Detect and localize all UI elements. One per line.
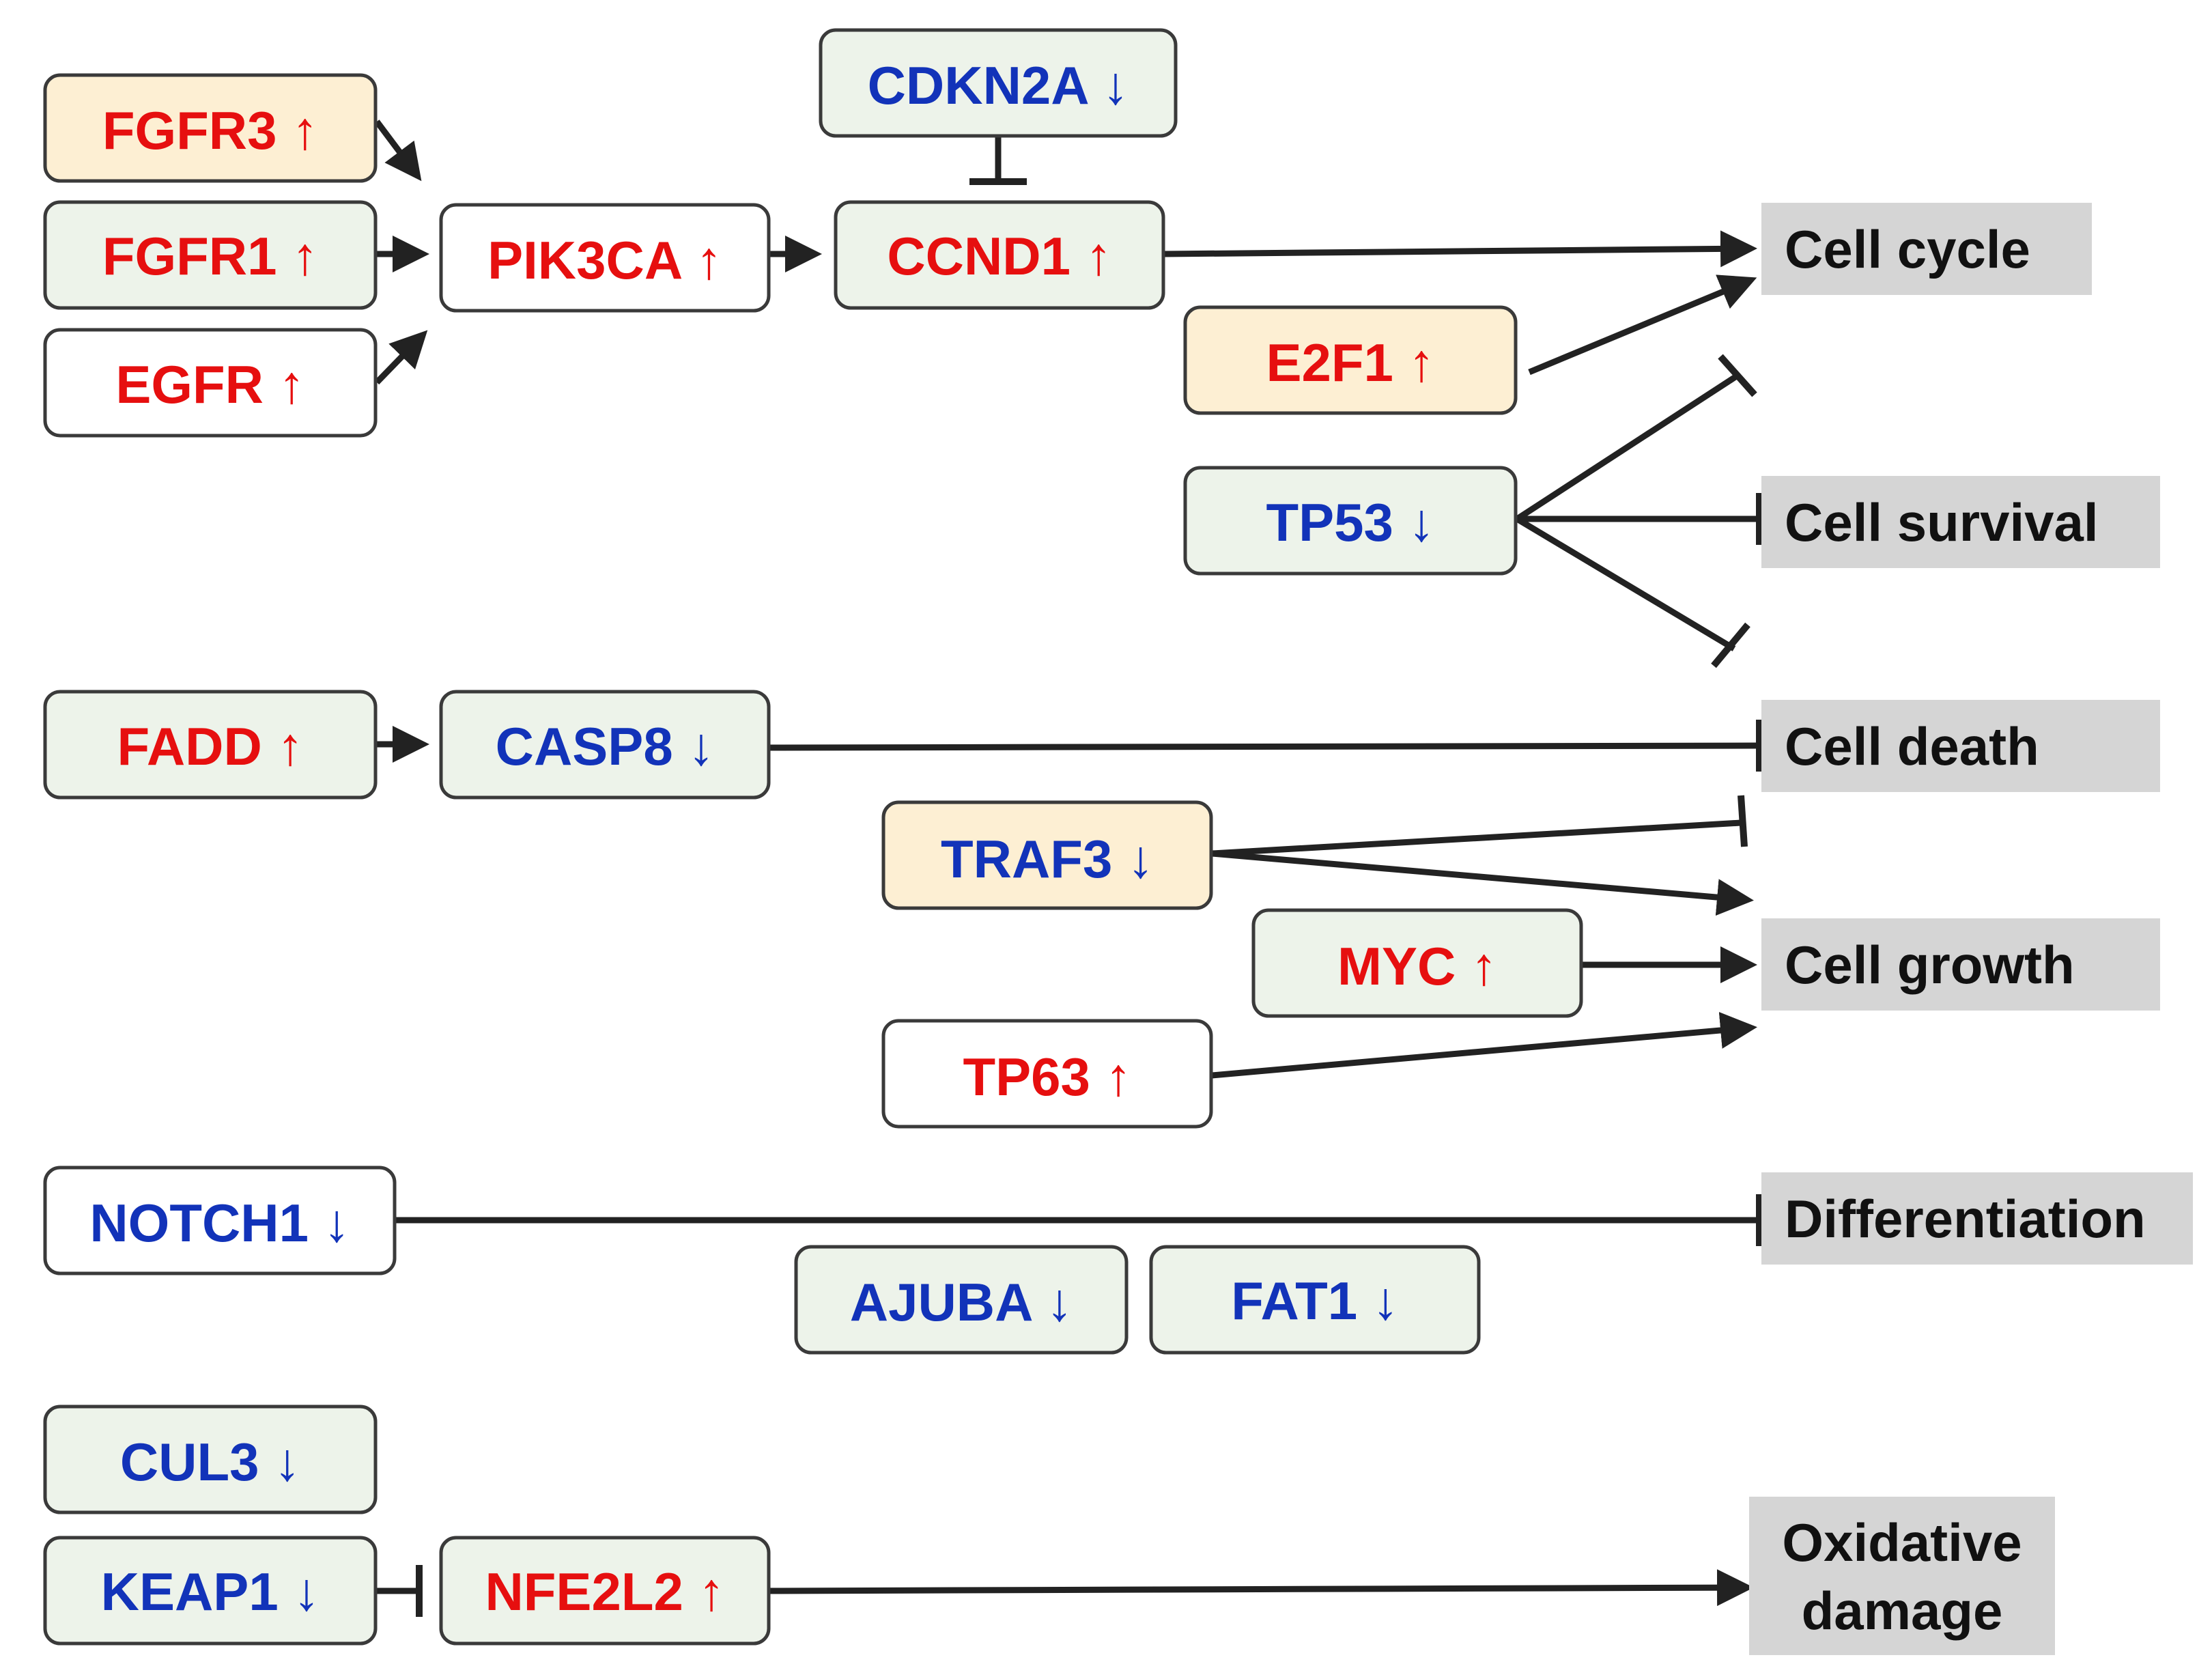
outcome-cell-survival: Cell survival [1761,476,2160,568]
tp53-inhibits-cell-death-line [1515,516,1736,651]
gene-ccnd1-label: CCND1 ↑ [887,226,1111,286]
gene-cdkn2a-label: CDKN2A ↓ [868,55,1129,115]
gene-pik3ca-label: PIK3CA ↑ [487,230,722,290]
gene-casp8-node: CASP8 ↓ [439,690,771,800]
gene-traf3-node: TRAF3 ↓ [881,800,1213,910]
outcome-cell-death-label: Cell death [1785,716,2039,776]
outcome-differentiation-label: Differentiation [1785,1189,2146,1249]
e2f1-to-cell-cycle-arrow [1528,274,1757,376]
gene-egfr-label: EGFR ↑ [115,354,304,414]
outcome-differentiation: Differentiation [1761,1172,2193,1265]
ccnd1-to-cell-cycle-arrow [1163,230,1757,268]
gene-keap1-label: KEAP1 ↓ [101,1562,320,1622]
gene-notch1-node: NOTCH1 ↓ [43,1166,397,1275]
traf3-inhibits-bar [1738,795,1748,847]
gene-e2f1-node: E2F1 ↑ [1183,305,1518,415]
gene-nfe2l2-label: NFE2L2 ↑ [485,1562,724,1622]
edges [374,119,1763,1617]
tp53-inhibits-cell-cycle-bar [1718,354,1757,397]
gene-tp63-label: TP63 ↑ [963,1047,1131,1107]
gene-notch1-label: NOTCH1 ↓ [89,1193,350,1253]
outcome-cell-cycle-label: Cell cycle [1785,219,2030,279]
gene-myc-label: MYC ↑ [1337,936,1497,996]
gene-tp63-node: TP63 ↑ [881,1019,1213,1129]
tp63-to-cell-growth-arrow [1211,1012,1757,1079]
outcome-oxidative-damage-line1: Oxidative [1782,1512,2022,1572]
gene-fat1-node: FAT1 ↓ [1149,1245,1481,1355]
outcome-oxidative-damage-line2: damage [1802,1581,2003,1641]
gene-ajuba-label: AJUBA ↓ [850,1272,1073,1332]
outcome-oxidative-damage: Oxidative damage [1749,1497,2055,1655]
nfe2l2-to-oxidative-damage-arrow [769,1569,1754,1607]
tp53-inhibits-cell-death-bar [1711,622,1750,668]
gene-fgfr1-node: FGFR1 ↑ [43,200,378,310]
gene-cdkn2a-node: CDKN2A ↓ [819,28,1178,138]
gene-casp8-label: CASP8 ↓ [496,716,715,776]
gene-ajuba-node: AJUBA ↓ [794,1245,1129,1355]
gene-cul3-node: CUL3 ↓ [43,1405,378,1514]
gene-fadd-node: FADD ↑ [43,690,378,800]
gene-pik3ca-node: PIK3CA ↑ [439,203,771,313]
gene-fgfr1-label: FGFR1 ↑ [102,226,318,286]
gene-nfe2l2-node: NFE2L2 ↑ [439,1536,771,1646]
gene-e2f1-label: E2F1 ↑ [1266,333,1434,393]
traf3-to-cell-growth-arrow [1211,850,1754,916]
outcome-cell-growth: Cell growth [1761,918,2160,1011]
gene-keap1-node: KEAP1 ↓ [43,1536,378,1646]
outcome-cell-survival-label: Cell survival [1785,492,2099,552]
casp8-inhibits-cell-death-line [769,742,1759,751]
gene-fat1-label: FAT1 ↓ [1231,1271,1399,1331]
gene-egfr-node: EGFR ↑ [43,328,378,438]
gene-ccnd1-node: CCND1 ↑ [834,200,1165,310]
gene-myc-node: MYC ↑ [1251,908,1583,1018]
gene-tp53-node: TP53 ↓ [1183,466,1518,576]
outcome-cell-cycle: Cell cycle [1761,203,2092,295]
fgfr3-activates-pik3ca-arrow [374,119,422,182]
outcome-cell-growth-label: Cell growth [1785,935,2075,995]
tp53-inhibits-cell-cycle-line [1515,373,1740,522]
gene-fgfr3-node: FGFR3 ↑ [43,73,378,183]
egfr-activates-pik3ca-arrow [374,330,428,385]
outcome-cell-death: Cell death [1761,700,2160,792]
gene-traf3-label: TRAF3 ↓ [941,829,1154,889]
gene-cul3-label: CUL3 ↓ [120,1432,300,1492]
gene-fadd-label: FADD ↑ [117,716,304,776]
traf3-inhibits-line [1211,819,1742,857]
gene-tp53-label: TP53 ↓ [1266,492,1434,552]
gene-fgfr3-label: FGFR3 ↑ [102,100,318,160]
